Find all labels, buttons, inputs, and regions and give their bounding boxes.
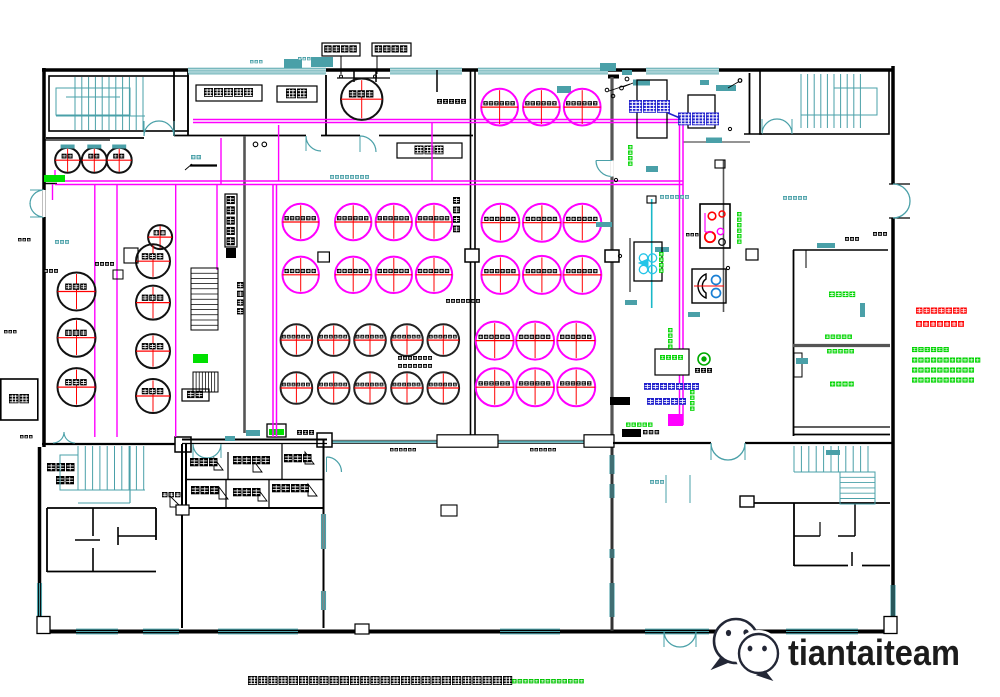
svg-text:tiantaiteam: tiantaiteam	[788, 632, 960, 673]
